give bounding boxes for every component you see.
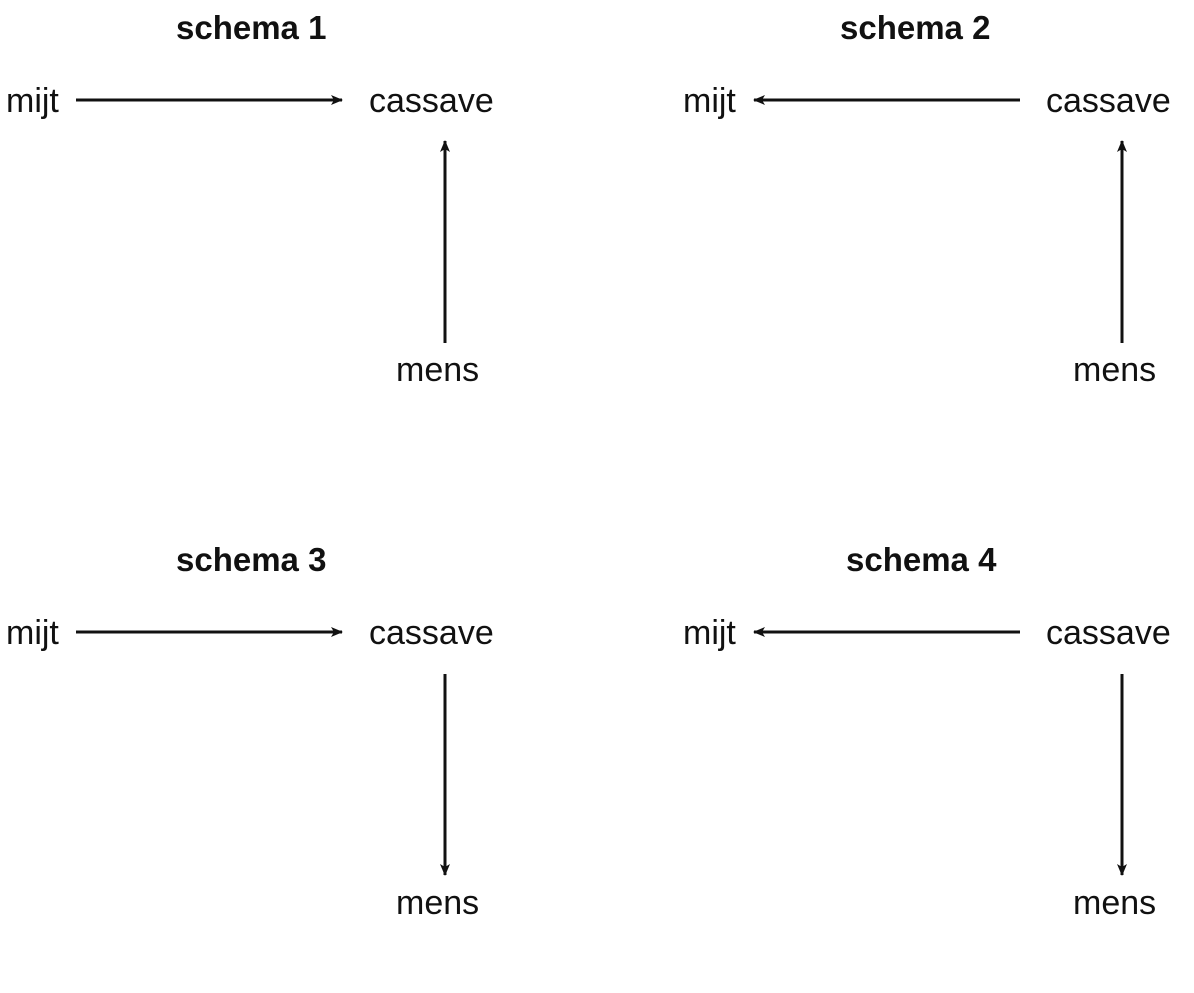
node-mens: mens [1073, 351, 1157, 389]
node-mijt: mijt [6, 82, 59, 120]
node-cassave: cassave [369, 614, 494, 652]
node-mijt: mijt [683, 82, 736, 120]
schema-3-arrows [76, 627, 450, 876]
schema-4: schema 4 mijt cassave mens [597, 532, 1194, 993]
node-mijt: mijt [683, 614, 736, 652]
node-cassave: cassave [1046, 82, 1171, 120]
node-mens: mens [396, 351, 480, 389]
schema-title: schema 2 [840, 9, 991, 46]
schema-2: schema 2 mijt cassave mens [597, 0, 1194, 461]
schema-title: schema 1 [176, 9, 327, 46]
schema-3: schema 3 mijt cassave mens [0, 532, 597, 993]
schema-title: schema 3 [176, 541, 327, 578]
schema-1: schema 1 mijt cassave mens [0, 0, 597, 461]
schema-title: schema 4 [846, 541, 997, 578]
node-mens: mens [396, 884, 480, 922]
schema-2-arrows [753, 95, 1127, 343]
schema-1-arrows [76, 95, 450, 343]
node-cassave: cassave [1046, 614, 1171, 652]
schema-4-arrows [753, 627, 1127, 876]
node-cassave: cassave [369, 82, 494, 120]
node-mens: mens [1073, 884, 1157, 922]
node-mijt: mijt [6, 614, 59, 652]
